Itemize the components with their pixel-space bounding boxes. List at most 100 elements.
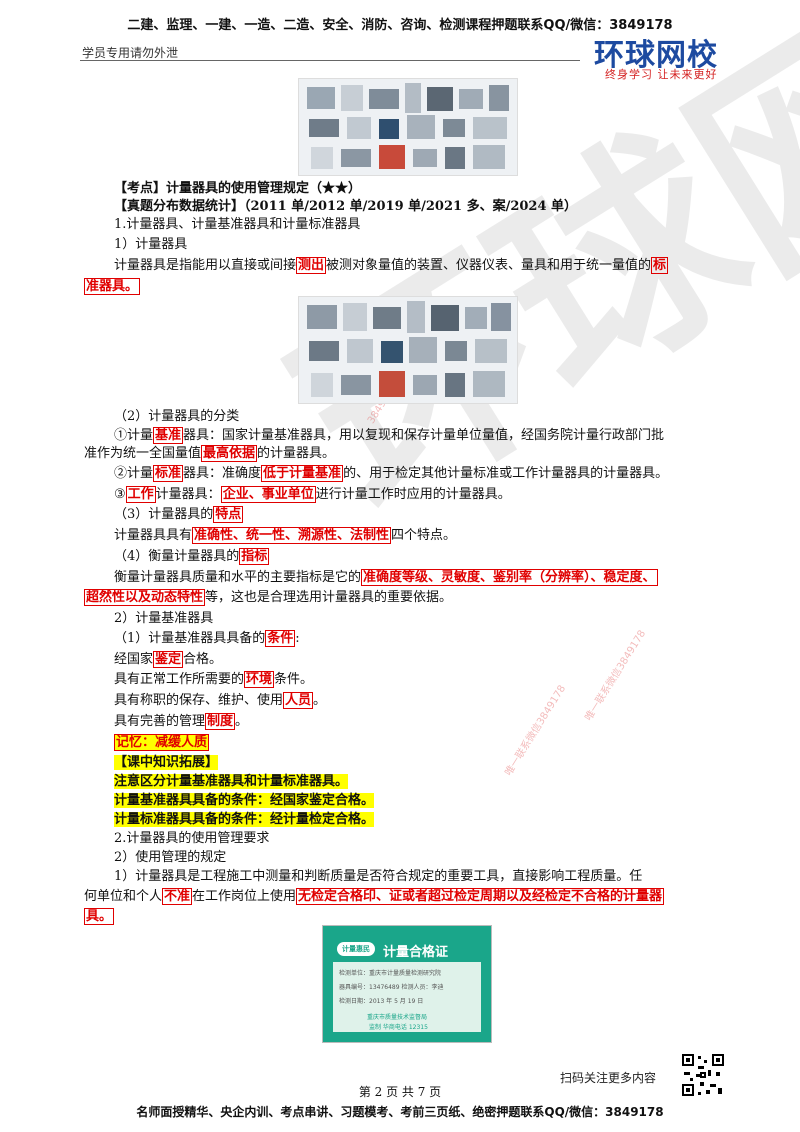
certificate-row: 检测日期：2013 年 5 月 19 日 <box>339 998 424 1005</box>
exam-stats-label: 【真题分布数据统计】 <box>114 199 245 214</box>
key-term: 准确性、统一性、溯源性、法制性 <box>192 527 392 544</box>
scan-prompt: 扫码关注更多内容 <box>560 1071 657 1085</box>
text: ①计量 <box>114 428 154 443</box>
extension-heading-text: 【课中知识拓展】 <box>114 755 219 770</box>
key-term: 标 <box>651 257 669 274</box>
text: 合格。 <box>183 652 223 667</box>
certificate-row: 器具编号：13476489 检测人员：李迪 <box>339 984 444 991</box>
text: 计量器具是指能用以直接或间接 <box>114 258 297 273</box>
text: ③ <box>114 487 126 502</box>
exam-stats-years: （2011 单/2012 单/2019 单/2021 多、案/2024 单） <box>244 199 578 214</box>
text: 的、用于检定其他计量标准或工作计量器具的计量器具。 <box>343 466 669 481</box>
text: 在工作岗位上使用 <box>192 889 297 904</box>
subheading-1-1: 1）计量器具 <box>114 237 188 252</box>
paragraph-line: 经国家鉴定合格。 <box>114 651 222 669</box>
subheading-1: 2.计量器具的使用管理要求 <box>114 831 270 846</box>
footer-contact-text: 名师面授精华、央企内训、考点串讲、习题模考、考前三页纸、绝密押题联系QQ/微信：… <box>136 1105 664 1119</box>
text: 具有正常工作所需要的 <box>114 672 245 687</box>
extension-note-text: 注意区分计量基准器具和计量标准器具。 <box>114 774 349 789</box>
instruments-photo <box>298 78 518 176</box>
paragraph-line: （4）衡量计量器具的指标 <box>114 548 270 566</box>
text: （4）衡量计量器具的 <box>114 549 240 564</box>
watermark-contact: 唯一联系微信3849178 <box>583 628 649 723</box>
subheading-1: 1.计量器具、计量基准器具和计量标准器具 <box>114 217 361 232</box>
key-term: 最高依据 <box>201 445 258 462</box>
key-term: 鉴定 <box>153 651 184 668</box>
header-divider <box>80 60 580 61</box>
memory-tip: 记忆：减缓人质 <box>114 734 210 752</box>
key-term: 无检定合格印、证或者超过检定周期以及经检定不合格的计量器 <box>296 888 665 905</box>
header-notice: 学员专用请勿外泄 <box>82 46 179 60</box>
key-term: 制度 <box>205 713 236 730</box>
extension-note: 计量基准器具具备的条件：经国家鉴定合格。 <box>114 792 375 810</box>
key-term: 特点 <box>213 506 244 523</box>
key-term: 人员 <box>283 692 314 709</box>
paragraph-line: 准器具。 <box>84 278 141 296</box>
paragraph-line: 何单位和个人不准在工作岗位上使用无检定合格印、证或者超过检定周期以及经检定不合格… <box>84 888 665 906</box>
extension-note: 注意区分计量基准器具和计量标准器具。 <box>114 773 349 791</box>
subheading-2: （2）计量器具的分类 <box>114 409 240 424</box>
extension-note-text: 计量标准器具具备的条件：经计量检定合格。 <box>114 812 375 827</box>
paragraph-line: 具有正常工作所需要的环境条件。 <box>114 671 313 689</box>
text: 具有完善的管理 <box>114 714 206 729</box>
text: 计量器具： <box>155 487 221 502</box>
paragraph-line: 衡量计量器具质量和水平的主要指标是它的准确度等级、灵敏度、鉴别率（分辨率）、稳定… <box>114 569 658 587</box>
key-term: 工作 <box>125 486 156 503</box>
text: ②计量 <box>114 466 154 481</box>
instruments-illustration <box>307 83 509 169</box>
paragraph-line: 具有称职的保存、维护、使用人员。 <box>114 692 326 710</box>
text: 经国家 <box>114 652 154 667</box>
text: 。 <box>313 693 327 708</box>
key-term: 不准 <box>162 888 193 905</box>
key-term: 低于计量基准 <box>261 465 344 482</box>
subheading-2: 2）计量基准器具 <box>114 611 214 626</box>
text: 计量器具具有 <box>114 528 193 543</box>
key-term: 环境 <box>244 671 275 688</box>
text: 的计量器具。 <box>257 446 336 461</box>
brand-logo: 环球网校 <box>594 38 718 73</box>
page-number: 第 2 页 共 7 页 <box>358 1085 442 1099</box>
key-term: 准确度等级、灵敏度、鉴别率（分辨率）、稳定度、 <box>361 569 658 586</box>
calibration-certificate-photo: 计量惠民 计量合格证 检测单位：重庆市计量质量检测研究院 器具编号：134764… <box>322 925 492 1043</box>
key-term: 企业、事业单位 <box>220 486 316 503</box>
paragraph-line: 具有完善的管理制度。 <box>114 713 248 731</box>
text: 条件。 <box>274 672 314 687</box>
text: 何单位和个人 <box>84 889 163 904</box>
text: 准作为统一全国量值 <box>84 446 202 461</box>
key-term: 准器具。 <box>84 278 141 295</box>
text: 进行计量工作时应用的计量器具。 <box>315 487 511 502</box>
key-term: 标准 <box>153 465 184 482</box>
paragraph-line: （1）计量基准器具具备的条件: <box>114 630 300 648</box>
text: 衡量计量器具质量和水平的主要指标是它的 <box>114 570 362 585</box>
certificate-title: 计量合格证 <box>383 945 449 960</box>
key-term: 基准 <box>153 427 184 444</box>
certificate-card: 计量惠民 计量合格证 检测单位：重庆市计量质量检测研究院 器具编号：134764… <box>333 936 481 1032</box>
text: 器具：国家计量基准器具，用以复现和保存计量单位量值，经国务院计量行政部门批 <box>183 428 665 443</box>
key-term: 指标 <box>239 548 270 565</box>
watermark-contact: 唯一联系微信3849178 <box>503 683 569 778</box>
extension-heading: 【课中知识拓展】 <box>114 754 219 772</box>
certificate-footer: 监制 华商电话 12315 <box>369 1024 428 1031</box>
paragraph-line: 超然性以及动态特性等，这也是合理选用计量器具的重要依据。 <box>84 589 452 607</box>
text: 。 <box>235 714 249 729</box>
text: 被测对象量值的装置、仪器仪表、量具和用于统一量值的 <box>326 258 652 273</box>
certificate-badge: 计量惠民 <box>337 942 375 956</box>
extension-note: 计量标准器具具备的条件：经计量检定合格。 <box>114 811 375 829</box>
text: : <box>295 631 300 646</box>
qr-code-icon <box>680 1052 726 1098</box>
paragraph-line: 准作为统一全国量值最高依据的计量器具。 <box>84 445 335 463</box>
paragraph-line: ②计量标准器具：准确度低于计量基准的、用于检定其他计量标准或工作计量器具的计量器… <box>114 465 668 483</box>
paragraph-line: ①计量基准器具：国家计量基准器具，用以复现和保存计量单位量值，经国务院计量行政部… <box>114 427 664 445</box>
text: 四个特点。 <box>391 528 457 543</box>
paragraph-line: 1）计量器具是工程施工中测量和判断质量是否符合规定的重要工具，直接影响工程质量。… <box>114 869 643 884</box>
key-term: 超然性以及动态特性 <box>84 589 206 606</box>
paragraph-line: （3）计量器具的特点 <box>114 506 244 524</box>
text: 具有称职的保存、维护、使用 <box>114 693 284 708</box>
subheading-1-1: 2）使用管理的规定 <box>114 850 227 865</box>
text: 器具：准确度 <box>183 466 262 481</box>
key-term: 具。 <box>84 908 115 925</box>
paragraph-line: 计量器具具有准确性、统一性、溯源性、法制性四个特点。 <box>114 527 456 545</box>
text: 等，这也是合理选用计量器具的重要依据。 <box>205 590 453 605</box>
header-contact-text: 二建、监理、一建、一造、二造、安全、消防、咨询、检测课程押题联系QQ/微信：38… <box>127 18 673 33</box>
